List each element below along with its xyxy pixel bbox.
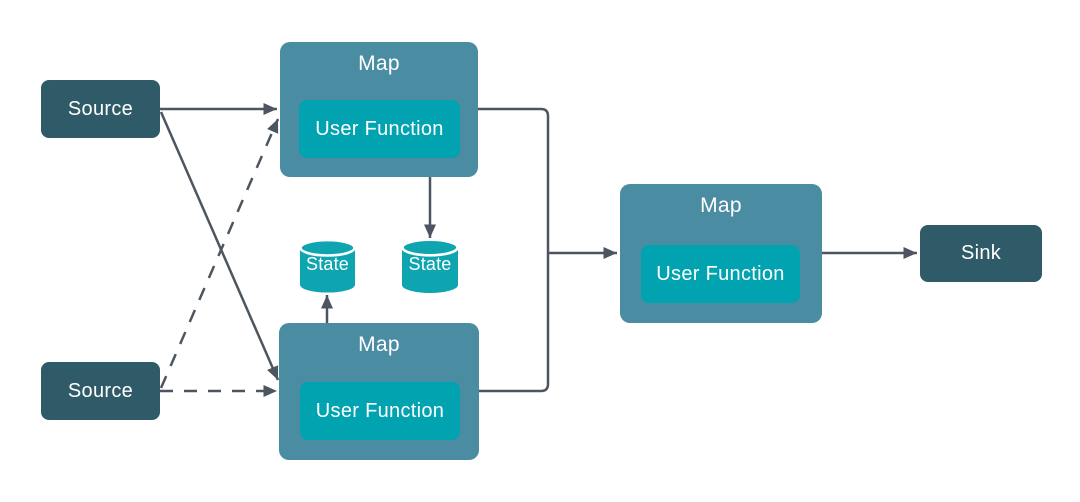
map-right-user-function: User Function [641,245,800,303]
edge-source-bottom-to-map-top [159,118,280,389]
database-cylinder-icon [401,238,459,293]
map-bottom-title: Map [358,333,400,356]
map-bottom-user-function-label: User Function [315,399,445,422]
edge-map-bottom-to-merge [479,253,550,393]
source-top-node: Source [41,80,160,138]
map-bottom-user-function: User Function [300,382,460,440]
sink-label: Sink [960,242,1002,264]
map-bottom-node: Map User Function [279,323,479,460]
state-left-label: State [305,254,350,274]
map-right-node: Map User Function [620,184,822,323]
source-bottom-label: Source [67,379,134,402]
source-top-label: Source [67,97,134,120]
sink-node: Sink [920,225,1042,282]
map-top-title: Map [358,52,400,75]
edge-source-top-to-map-bottom [159,111,280,381]
map-right-title: Map [700,194,742,217]
edge-map-top-to-merge [478,107,550,253]
map-top-user-function: User Function [299,100,460,158]
state-left-node: State [298,238,357,294]
map-top-node: Map User Function [280,42,478,177]
source-bottom-node: Source [41,362,160,420]
state-right-node: State [400,238,460,294]
state-right-label: State [408,254,452,274]
database-cylinder-icon [299,238,356,293]
map-top-user-function-label: User Function [315,117,444,140]
map-right-user-function-label: User Function [656,262,785,285]
